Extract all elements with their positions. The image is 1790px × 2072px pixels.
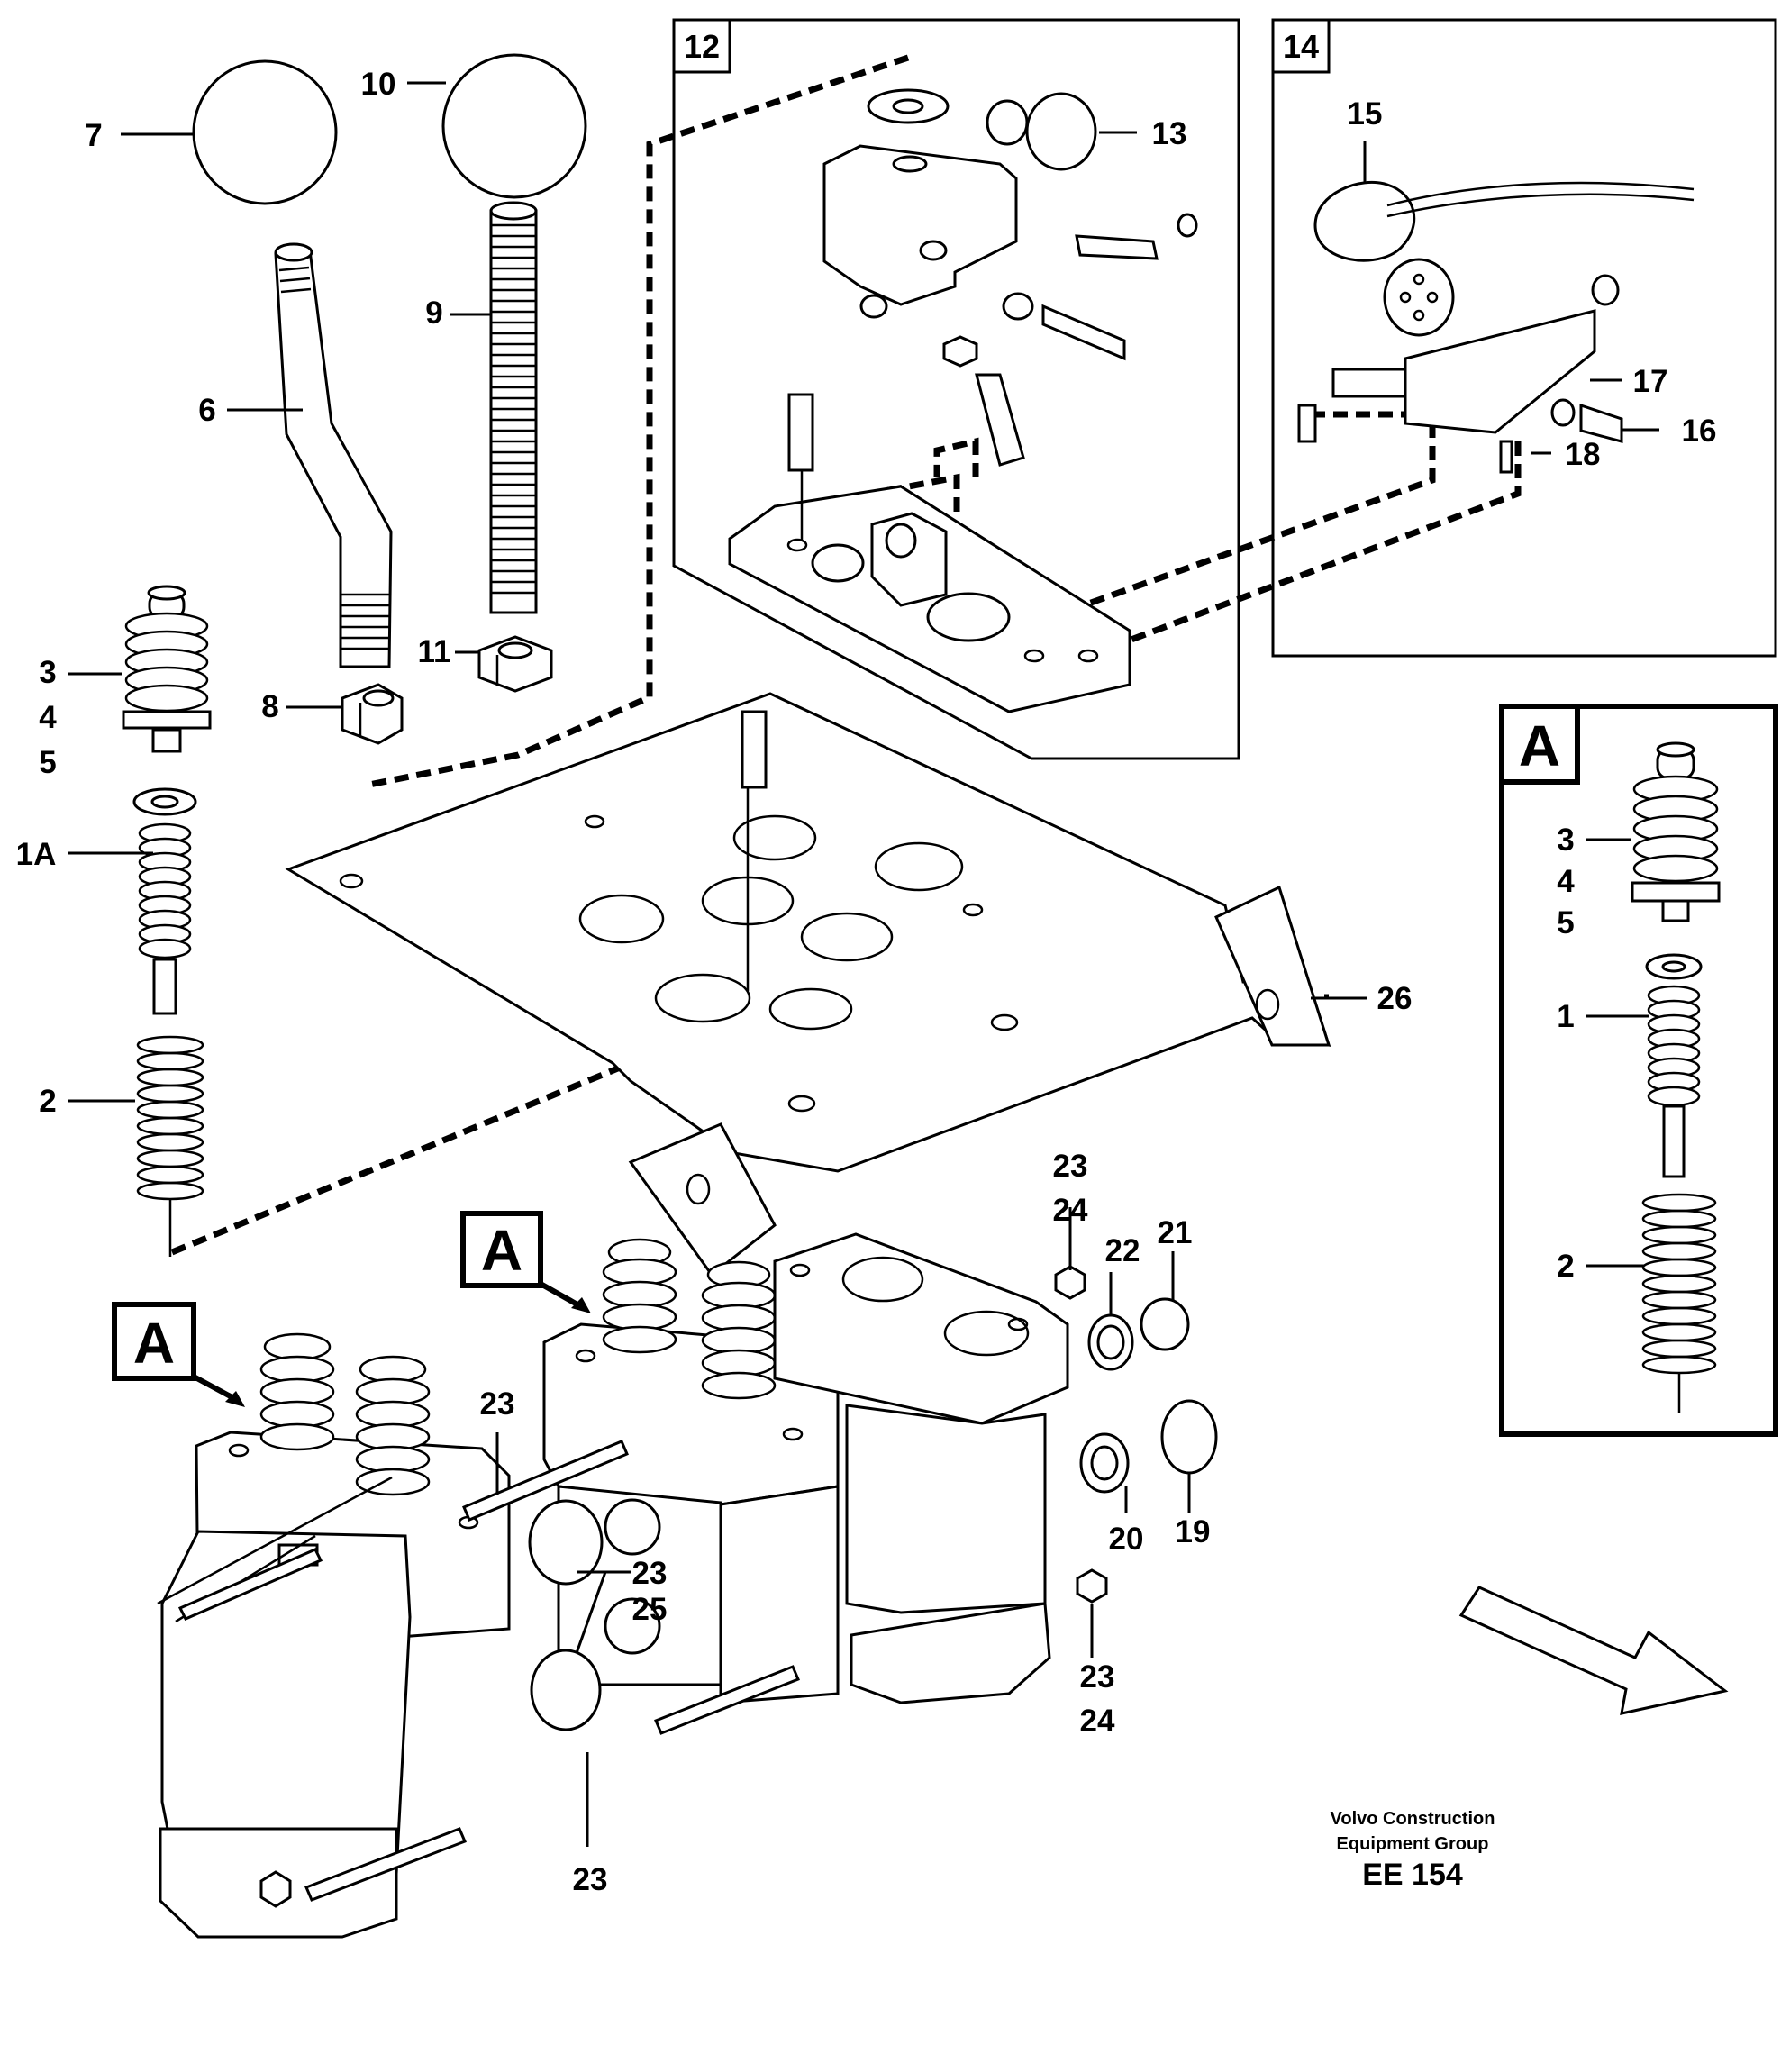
label-19: 19 xyxy=(1176,1514,1211,1549)
label-11: 11 xyxy=(418,634,451,669)
callout-a-middle: A xyxy=(460,1211,591,1313)
lever-9 xyxy=(489,201,538,614)
detail-12-parts xyxy=(728,88,1198,713)
label-2: 2 xyxy=(39,1084,56,1119)
label-8: 8 xyxy=(261,689,278,724)
leader-lines xyxy=(68,81,1659,1847)
label-23-bottom: 23 xyxy=(573,1862,608,1897)
detail-box-a: A xyxy=(1499,704,1778,1437)
valve-block-right xyxy=(773,1232,1069,1704)
label-24-lower: 24 xyxy=(1080,1704,1115,1739)
label-23-top: 23 xyxy=(1053,1149,1088,1184)
label-10: 10 xyxy=(361,67,396,102)
label-23-mid: 23 xyxy=(632,1556,668,1591)
spring-stack-left xyxy=(122,585,212,1257)
label-3: 3 xyxy=(39,655,56,690)
callout-a-front-label: A xyxy=(133,1311,175,1376)
publisher-credit: Volvo Construction Equipment Group EE 15… xyxy=(1331,1809,1495,1892)
box-label-14: 14 xyxy=(1283,28,1319,65)
detail-14-parts xyxy=(1297,180,1695,474)
detail-a-label-3: 3 xyxy=(1557,822,1574,858)
detail-a-label-5: 5 xyxy=(1557,905,1574,941)
nut-11 xyxy=(477,635,553,693)
direction-arrow xyxy=(1458,1586,1729,1715)
detail-a-label-4: 4 xyxy=(1557,864,1575,899)
box-label-12: 12 xyxy=(684,28,720,65)
label-23-lower: 23 xyxy=(1080,1659,1115,1695)
label-18: 18 xyxy=(1566,437,1601,472)
knob-7 xyxy=(192,59,338,205)
tie-rods-and-fasteners xyxy=(177,1265,1218,1908)
detail-a-label-2: 2 xyxy=(1557,1249,1574,1284)
label-24-top: 24 xyxy=(1053,1193,1088,1228)
credit-line-2: Equipment Group xyxy=(1337,1834,1489,1854)
label-15: 15 xyxy=(1348,96,1383,132)
label-21: 21 xyxy=(1158,1215,1193,1250)
label-6: 6 xyxy=(198,393,215,428)
knob-10 xyxy=(441,53,587,199)
detail-a-labels: 3 4 5 1 2 xyxy=(1557,822,1575,1284)
label-22: 22 xyxy=(1105,1233,1140,1268)
spring-stack-detail-a xyxy=(1631,741,1721,1413)
detail-a-tag: A xyxy=(1519,713,1560,778)
nut-8 xyxy=(341,683,404,745)
label-26: 26 xyxy=(1377,981,1413,1016)
callout-a-front: A xyxy=(112,1302,245,1407)
credit-line-1: Volvo Construction xyxy=(1331,1809,1495,1829)
label-23-upper: 23 xyxy=(480,1386,515,1422)
label-5: 5 xyxy=(39,745,56,780)
label-13: 13 xyxy=(1152,116,1187,151)
label-7: 7 xyxy=(85,118,102,153)
figure-code: EE 154 xyxy=(1362,1858,1463,1892)
label-9: 9 xyxy=(425,295,442,331)
detail-box-12: 12 xyxy=(672,18,1240,760)
detail-box-14: 14 xyxy=(1271,18,1777,658)
detail-a-label-1: 1 xyxy=(1557,999,1574,1034)
mounting-plate-26 xyxy=(285,692,1331,1277)
label-4: 4 xyxy=(39,700,57,735)
callout-a-middle-label: A xyxy=(481,1218,522,1283)
label-1a: 1A xyxy=(16,837,57,872)
part-labels: 7 10 13 15 9 6 17 16 18 3 4 5 11 8 1A 26… xyxy=(16,67,1717,1897)
label-20: 20 xyxy=(1109,1522,1144,1557)
label-17: 17 xyxy=(1633,364,1668,399)
label-25: 25 xyxy=(632,1592,668,1627)
valve-block-middle xyxy=(542,1238,840,1704)
lever-6 xyxy=(274,242,393,668)
label-16: 16 xyxy=(1682,413,1717,449)
valve-block-left xyxy=(157,1332,511,1939)
